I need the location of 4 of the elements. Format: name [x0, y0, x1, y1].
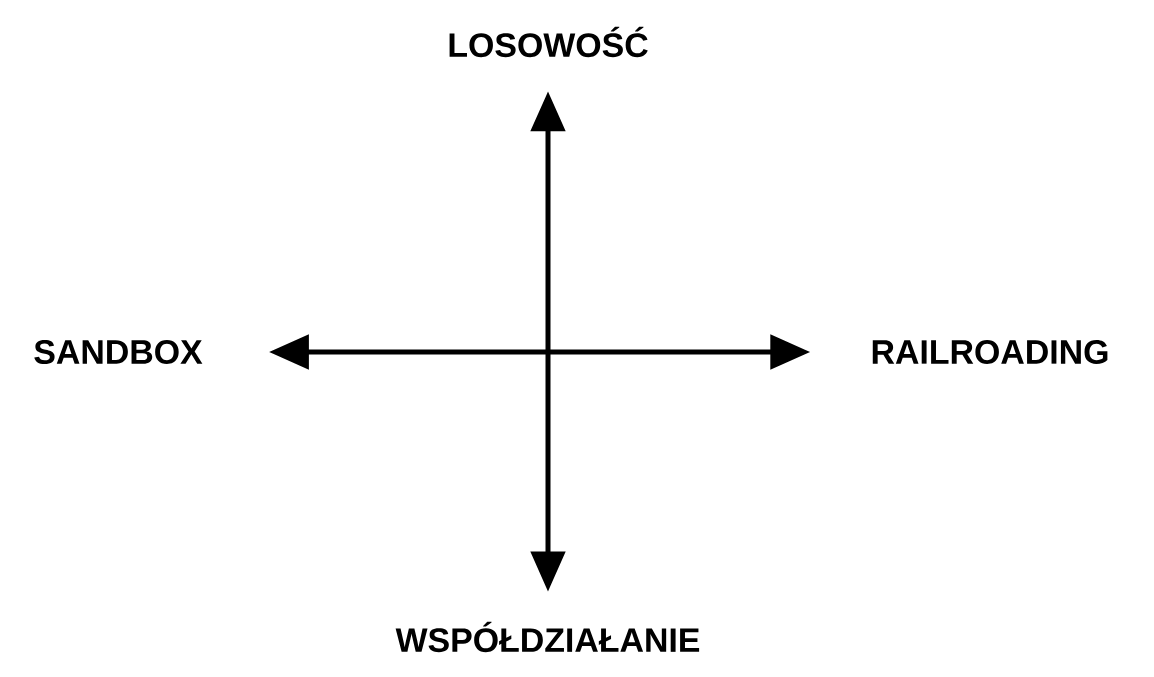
axis-label: LOSOWOŚĆ — [449, 26, 648, 58]
axis-label: RAILROADING — [872, 340, 1108, 364]
axis-label: WSPÓŁDZIAŁANIE — [395, 621, 700, 653]
axis-label: SANDBOX — [34, 340, 203, 364]
